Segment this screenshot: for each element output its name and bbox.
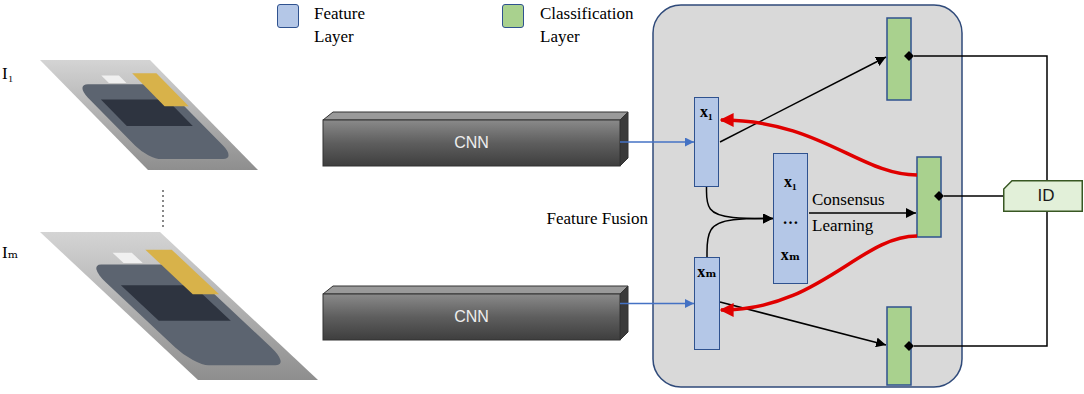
cnn-3d-block — [323, 286, 628, 340]
consensus-arrow — [721, 120, 917, 175]
image-ground — [40, 60, 258, 170]
id-tag: ID — [1003, 180, 1083, 212]
node-text: x₁ — [784, 173, 797, 191]
car-image — [40, 60, 258, 170]
node-text: CNN — [454, 134, 489, 152]
cnn-block: CNN — [323, 120, 620, 166]
connector-arrow — [620, 303, 694, 305]
legend-swatch — [502, 4, 524, 28]
connector-arrow — [620, 141, 694, 143]
feature-layer: xₘ — [694, 257, 720, 350]
node-text: CNN — [454, 308, 489, 326]
consensus-arrow — [721, 236, 917, 310]
process-label: Consensus Learning — [812, 187, 907, 239]
cnn-block: CNN — [323, 294, 620, 340]
node-text: xₘ — [697, 263, 717, 281]
image-ground — [40, 232, 318, 380]
classifier-arrow — [809, 212, 916, 214]
image-label: Iₘ — [2, 242, 18, 263]
taxi-sign — [113, 253, 143, 263]
cnn-front-face — [323, 294, 620, 340]
legend-swatch — [277, 4, 299, 28]
taxi-sign — [101, 75, 126, 83]
cnn-3d-block — [323, 112, 628, 166]
loss-wire — [914, 212, 1047, 346]
car-image — [40, 232, 318, 380]
node-text: xₘ — [781, 246, 801, 264]
junction-diamond — [934, 191, 944, 201]
connector-arrow — [707, 219, 773, 258]
car-stripe — [145, 250, 219, 294]
cnn-top-face — [323, 112, 628, 120]
image-label: I₁ — [2, 64, 14, 84]
process-label: Feature Fusion — [536, 209, 648, 229]
classifier-arrow — [720, 57, 886, 142]
connector-arrow — [707, 187, 774, 219]
feature-layer: x₁ — [694, 97, 719, 187]
node-text: ID — [1032, 186, 1055, 206]
loss-wire — [944, 195, 1003, 197]
ellipsis-dots — [162, 190, 164, 230]
cnn-top-face — [323, 286, 628, 294]
cnn-front-face — [323, 120, 620, 166]
car-stripe — [132, 73, 189, 106]
legend-text: Feature Layer — [314, 2, 386, 48]
fused-feature: x₁ … xₘ — [773, 153, 808, 284]
model-panel — [653, 5, 962, 387]
legend-text: Classification Layer — [540, 2, 652, 48]
node-text: x₁ — [700, 103, 713, 121]
junction-diamond — [904, 341, 914, 351]
node-text: … — [783, 210, 799, 228]
junction-diamond — [904, 51, 914, 61]
cnn-side-face — [620, 112, 628, 166]
cnn-side-face — [620, 286, 628, 340]
tag-shape — [1004, 181, 1083, 212]
loss-wire — [914, 56, 1047, 180]
